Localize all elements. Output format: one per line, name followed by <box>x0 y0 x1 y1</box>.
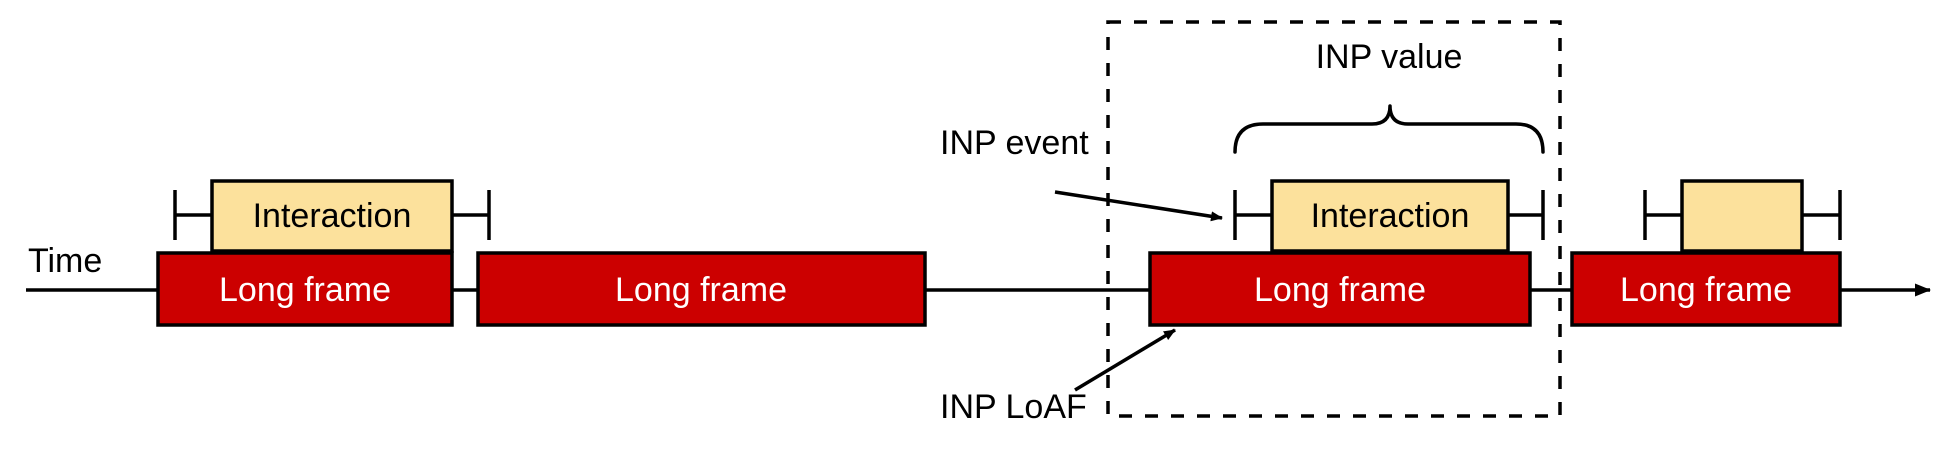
inp-value-label: INP value <box>1316 38 1463 76</box>
interaction-box-2-label: Interaction <box>1311 197 1470 235</box>
long-frame-box-3[interactable]: Long frame <box>1148 251 1532 327</box>
inp-event-leader-arrow <box>1054 190 1223 222</box>
long-frame-box-2[interactable]: Long frame <box>476 251 927 327</box>
inp-value-brace <box>1233 104 1545 154</box>
long-frame-box-2-label: Long frame <box>615 271 787 309</box>
interaction-whisker-group-3 <box>1643 190 1842 240</box>
inp-event-label: INP event <box>940 124 1089 162</box>
interaction-whisker-group-1 <box>173 190 491 240</box>
inp-loaf-leader-arrow <box>1074 328 1176 392</box>
time-axis-label: Time <box>28 242 102 280</box>
interaction-box-1[interactable]: Interaction <box>210 179 454 253</box>
interaction-box-2[interactable]: Interaction <box>1270 179 1510 253</box>
inp-highlight-region <box>1106 20 1562 418</box>
interaction-box-1-label: Interaction <box>253 197 412 235</box>
long-frame-box-4-label: Long frame <box>1620 271 1792 309</box>
long-frame-box-3-label: Long frame <box>1254 271 1426 309</box>
interaction-whisker-group-2 <box>1233 190 1545 240</box>
inp-loaf-label: INP LoAF <box>940 388 1087 426</box>
long-frame-box-1[interactable]: Long frame <box>156 251 454 327</box>
long-frame-box-4[interactable]: Long frame <box>1570 251 1842 327</box>
interaction-box-3[interactable] <box>1680 179 1804 253</box>
long-frame-box-1-label: Long frame <box>219 271 391 309</box>
